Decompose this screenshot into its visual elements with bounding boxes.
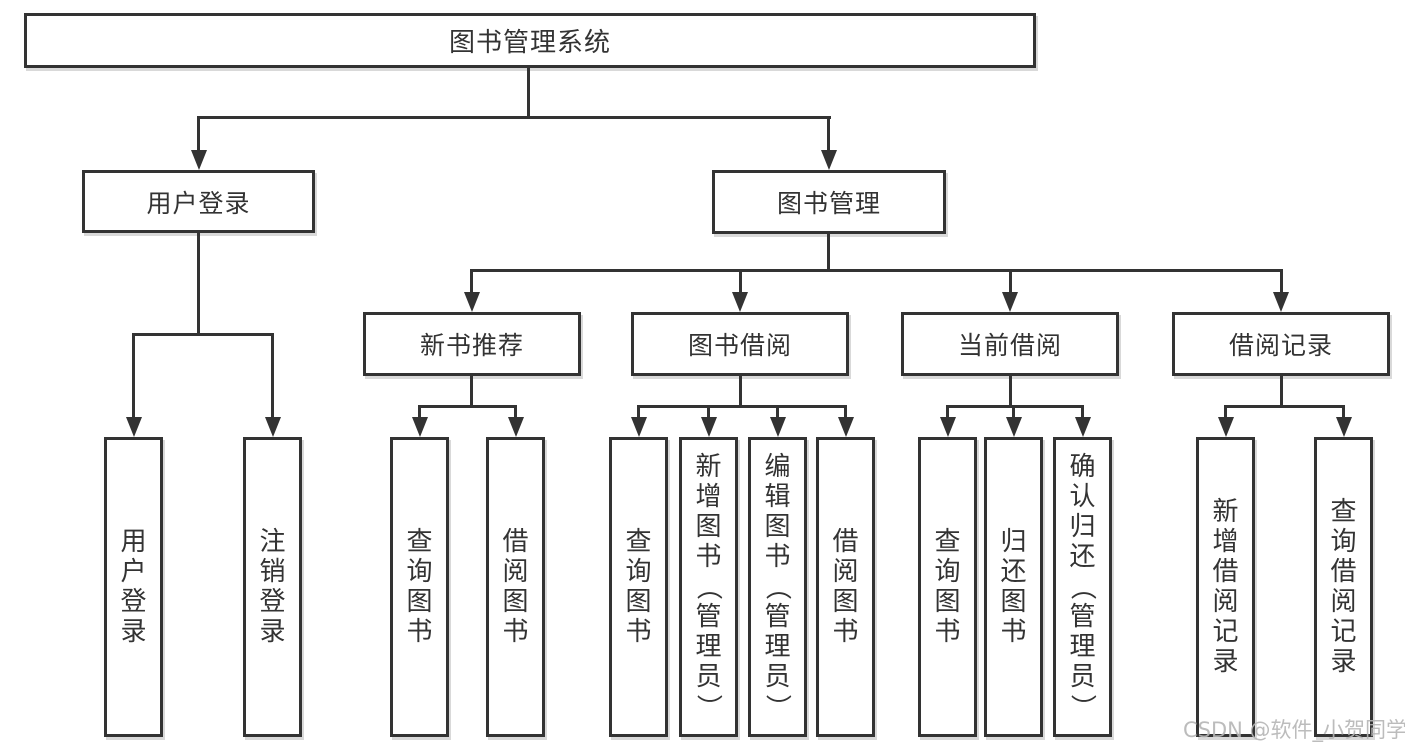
connector-line	[418, 405, 421, 421]
node-book-management: 图书管理	[712, 170, 946, 234]
connector-line	[1012, 405, 1015, 421]
connector-line	[1009, 375, 1012, 408]
connector-line	[470, 269, 1283, 272]
arrow-down-icon	[1075, 417, 1091, 437]
node-label: 图书管理	[776, 189, 881, 218]
connector-line	[271, 333, 274, 419]
node-user-login: 用户登录	[82, 170, 315, 233]
leaf-query-borrow-record: 查询借阅记录	[1314, 437, 1373, 737]
connector-line	[946, 405, 949, 421]
connector-line	[197, 116, 831, 119]
leaf-user-login: 用户登录	[104, 437, 163, 737]
arrow-down-icon	[412, 417, 428, 437]
node-label: 图书管理系统	[448, 28, 611, 58]
connector-line	[776, 405, 779, 421]
connector-line	[1280, 375, 1283, 408]
connector-line	[827, 232, 830, 271]
connector-line	[1342, 405, 1345, 421]
arrow-down-icon	[732, 292, 748, 312]
leaf-logout: 注销登录	[243, 437, 302, 737]
arrow-down-icon	[508, 417, 524, 437]
node-new-book-recommend: 新书推荐	[363, 312, 581, 376]
leaf-query-books: 查询图书	[918, 437, 977, 737]
connector-line	[470, 375, 473, 408]
connector-line	[470, 269, 473, 295]
leaf-borrow-books: 借阅图书	[486, 437, 545, 737]
connector-line	[197, 231, 200, 336]
leaf-add-borrow-record: 新增借阅记录	[1196, 437, 1255, 737]
connector-line	[739, 269, 742, 295]
connector-line	[827, 116, 830, 154]
node-label: 新书推荐	[419, 331, 524, 360]
connector-line	[1081, 405, 1084, 421]
connector-line	[197, 116, 200, 154]
csdn-watermark: CSDN @软件_小贺同学	[1183, 718, 1405, 742]
connector-line	[707, 405, 710, 421]
arrow-down-icon	[464, 292, 480, 312]
arrow-down-icon	[940, 417, 956, 437]
node-label: 借阅记录	[1228, 331, 1333, 360]
arrow-down-icon	[1006, 417, 1022, 437]
node-label: 当前借阅	[957, 331, 1062, 360]
connector-line	[1224, 405, 1227, 421]
arrow-down-icon	[126, 417, 142, 437]
leaf-query-books: 查询图书	[390, 437, 449, 737]
leaf-return-books: 归还图书	[984, 437, 1043, 737]
arrow-down-icon	[1002, 292, 1018, 312]
connector-line	[1009, 269, 1012, 295]
leaf-confirm-return-admin: 确认归还（管理员）	[1053, 437, 1112, 737]
arrow-down-icon	[631, 417, 647, 437]
connector-line	[514, 405, 517, 421]
arrow-down-icon	[265, 417, 281, 437]
leaf-edit-books-admin: 编辑图书（管理员）	[748, 437, 807, 737]
arrow-down-icon	[838, 417, 854, 437]
connector-line	[637, 405, 847, 408]
connector-line	[637, 405, 640, 421]
connector-line	[418, 405, 517, 408]
node-label: 图书借阅	[687, 331, 792, 360]
leaf-borrow-books: 借阅图书	[816, 437, 875, 737]
node-current-borrowing: 当前借阅	[901, 312, 1119, 376]
leaf-add-books-admin: 新增图书（管理员）	[679, 437, 738, 737]
connector-line	[1224, 405, 1345, 408]
connector-line	[739, 375, 742, 408]
connector-line	[527, 66, 530, 118]
arrow-down-icon	[191, 150, 207, 170]
node-borrowing-records: 借阅记录	[1172, 312, 1390, 376]
leaf-query-books: 查询图书	[609, 437, 668, 737]
arrow-down-icon	[1336, 417, 1352, 437]
arrow-down-icon	[770, 417, 786, 437]
connector-line	[132, 333, 274, 336]
arrow-down-icon	[701, 417, 717, 437]
connector-line	[946, 405, 1084, 408]
arrow-down-icon	[821, 150, 837, 170]
connector-line	[132, 333, 135, 419]
node-library-management-system: 图书管理系统	[24, 13, 1036, 68]
arrow-down-icon	[1273, 292, 1289, 312]
connector-line	[1280, 269, 1283, 295]
connector-line	[844, 405, 847, 421]
node-label: 用户登录	[146, 188, 251, 218]
arrow-down-icon	[1218, 417, 1234, 437]
node-book-borrowing: 图书借阅	[631, 312, 849, 376]
